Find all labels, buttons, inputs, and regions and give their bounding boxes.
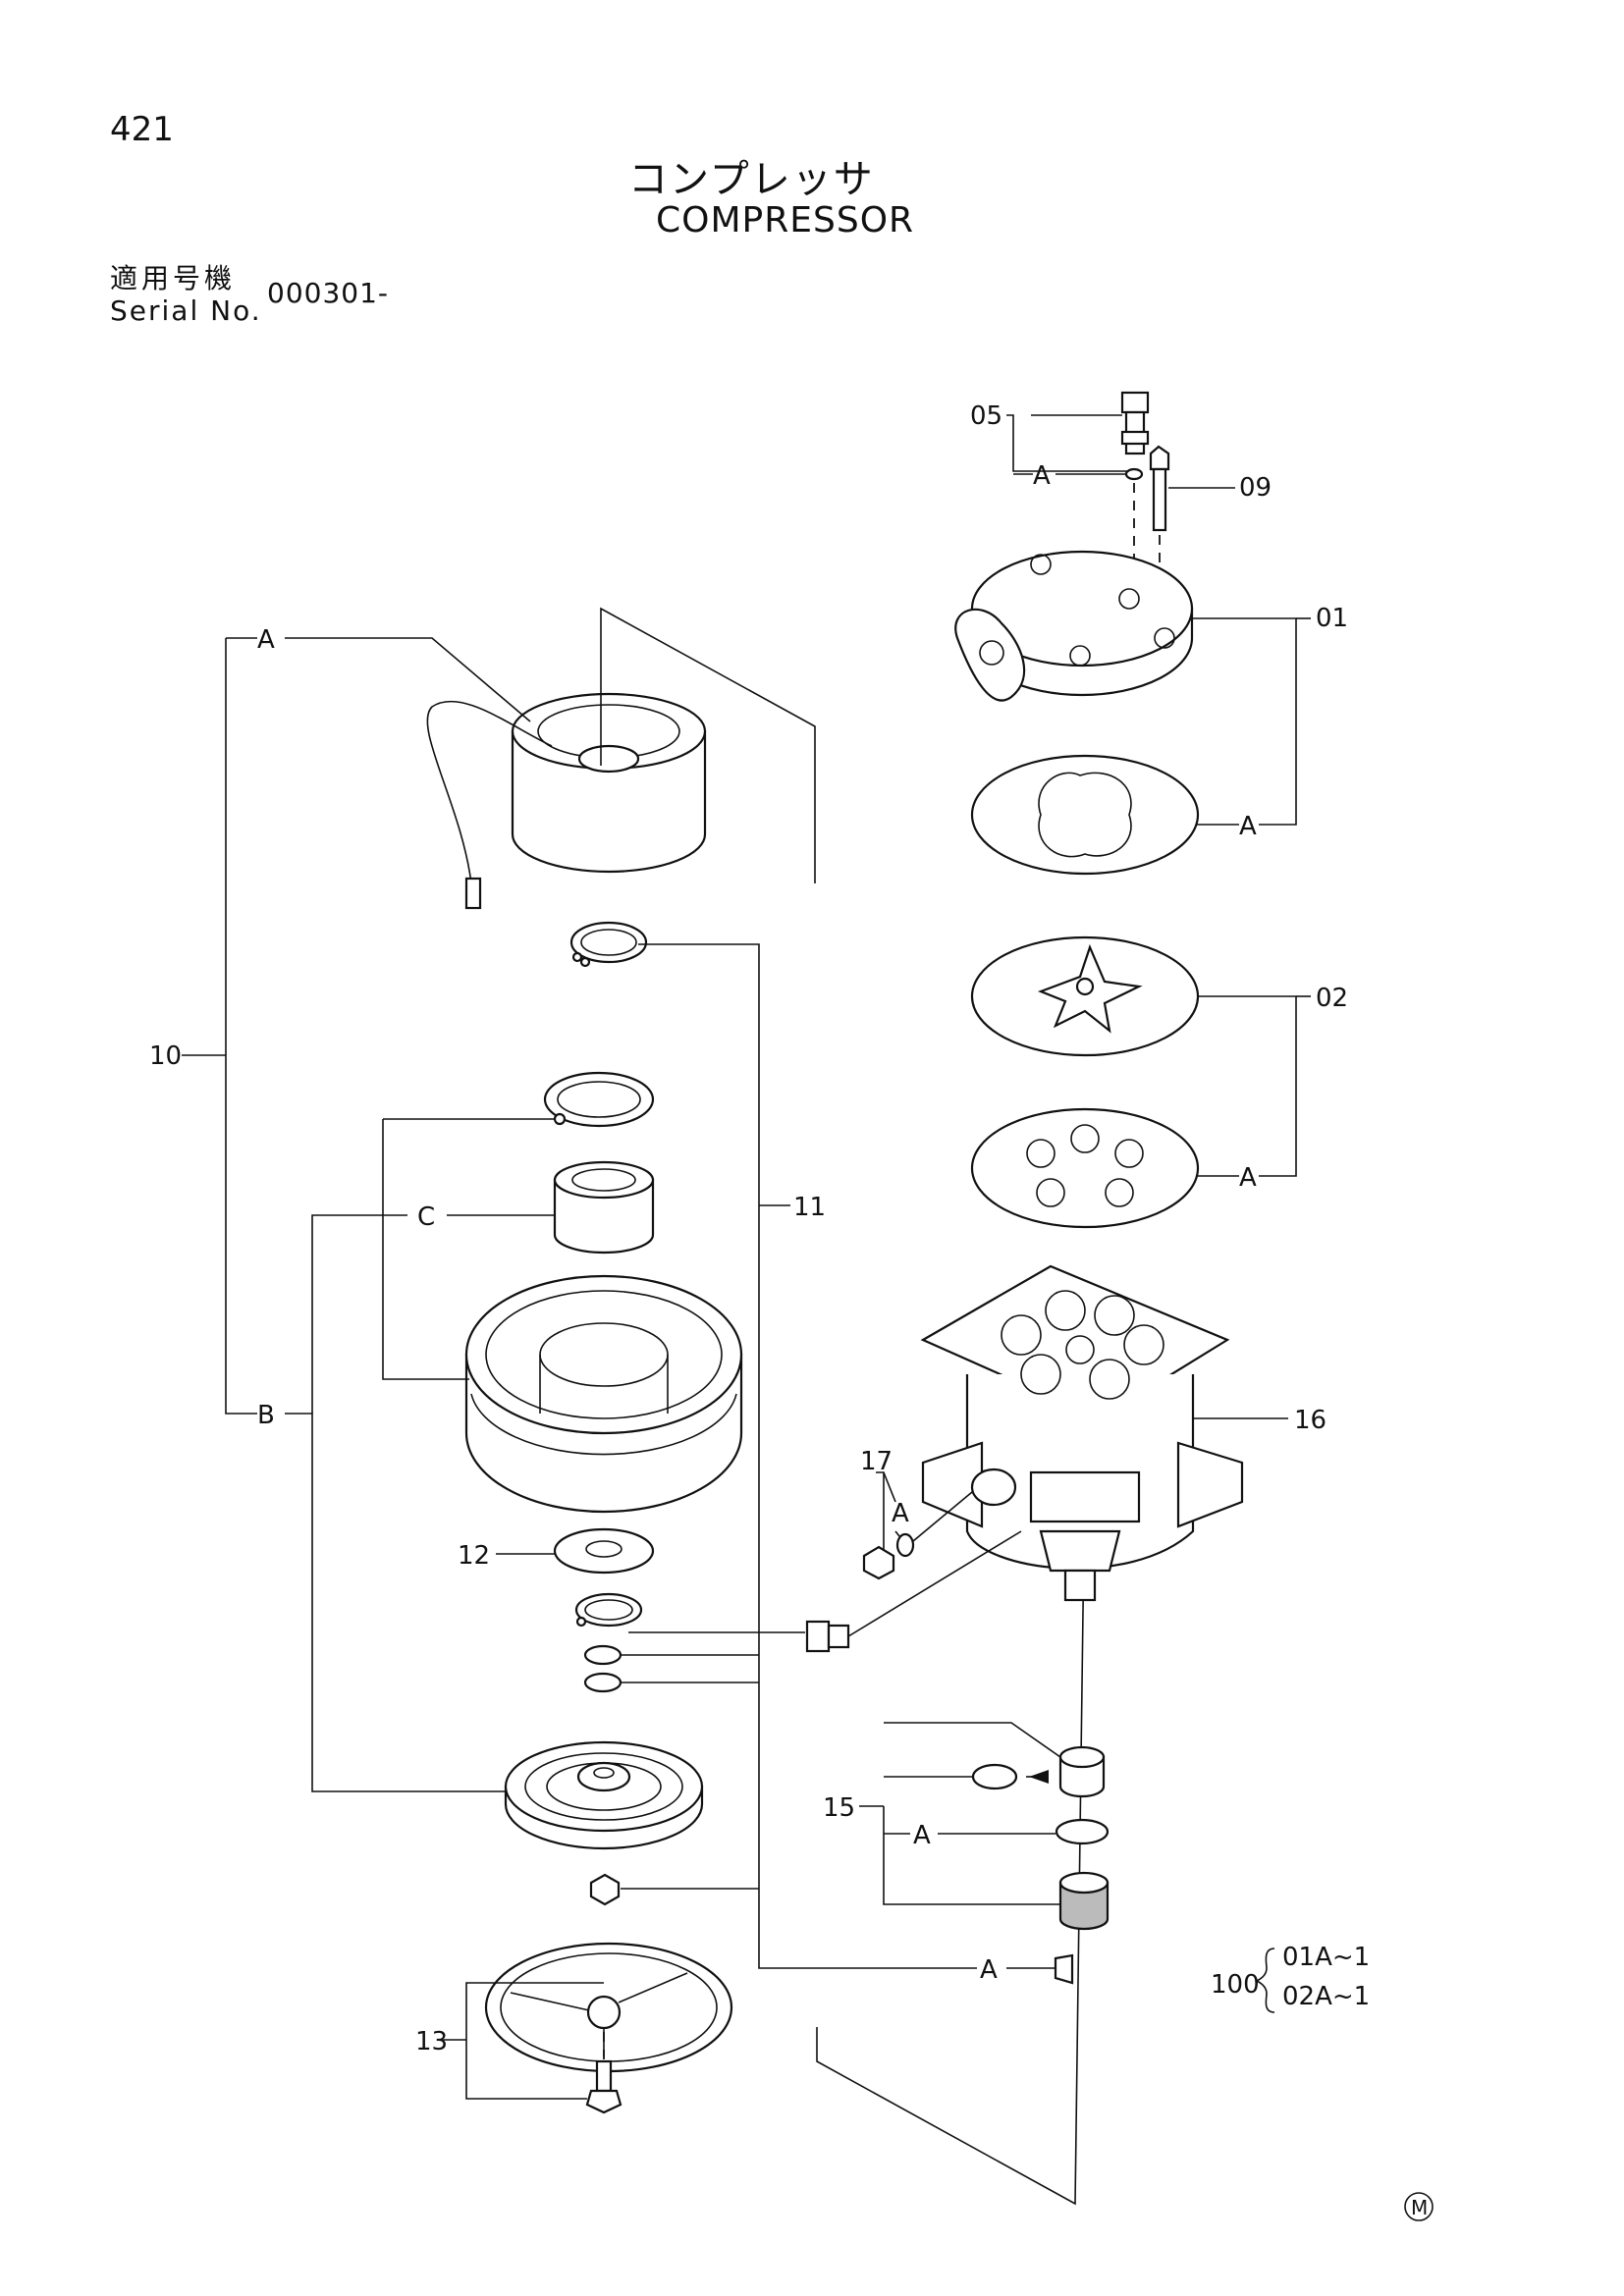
letter-b-marker: B: [257, 1401, 275, 1430]
serial-label-english: Serial No.: [110, 294, 262, 327]
field-coil-part: [426, 692, 707, 910]
relief-valve-part: [1120, 391, 1150, 455]
valve-plate-part: [970, 935, 1200, 1057]
part-15-bracket: [883, 1806, 1060, 1905]
bolt-part: [1149, 445, 1170, 532]
small-snap-ring-part: [574, 1592, 643, 1628]
callout-10: 10: [149, 1041, 182, 1071]
gasket-part: [970, 754, 1200, 876]
letter-c-marker: C: [417, 1202, 435, 1232]
bearing-part: [553, 1160, 655, 1255]
letter-a-marker: A: [1033, 461, 1051, 491]
o-ring-part: [971, 1763, 1018, 1790]
part-11-bracket: [638, 943, 977, 1969]
clutch-cover-part: [484, 1942, 733, 2073]
part-02-bracket: [1198, 995, 1297, 1177]
seal-sleeve-part: [1058, 1871, 1110, 1931]
o-ring-part: [895, 1532, 915, 1558]
callout-02: 02: [1316, 984, 1348, 1013]
shaft-seal-part: [1058, 1745, 1106, 1798]
serial-label-japanese: 適用号機: [110, 262, 237, 294]
drain-bolt-part: [862, 1545, 895, 1580]
callout-15: 15: [823, 1793, 855, 1823]
armature-plate-part: [504, 1740, 704, 1850]
letter-a-marker: A: [892, 1499, 909, 1528]
washer-part: [583, 1644, 623, 1666]
letter-a-marker: A: [257, 625, 275, 655]
part-05-bracket: [1006, 414, 1129, 472]
snap-ring-part: [569, 921, 648, 968]
callout-17: 17: [860, 1447, 893, 1476]
coil-leader-line: [600, 607, 816, 883]
page-title-english: COMPRESSOR: [656, 200, 915, 240]
page-title-japanese: コンプレッサ: [628, 157, 875, 202]
footer-mark: M: [1411, 2196, 1428, 2219]
seal-ring-part: [1055, 1818, 1110, 1845]
washer-part: [583, 1672, 623, 1693]
callout-13: 13: [415, 2027, 448, 2056]
callout-11: 11: [793, 1193, 826, 1222]
assembly-10-bracket: [225, 638, 257, 1415]
letter-a-marker: A: [980, 1955, 998, 1985]
callout-09: 09: [1239, 473, 1272, 503]
part-13-bracket: [465, 1982, 604, 2100]
callout-16: 16: [1294, 1406, 1326, 1435]
kit-brace: [1255, 1948, 1275, 2013]
part-01-bracket: [1192, 617, 1297, 826]
footer-mark-circle: [1404, 2192, 1434, 2221]
compressor-body-part: [920, 1264, 1244, 1602]
letter-a-marker: A: [913, 1821, 931, 1850]
snap-ring-large-part: [543, 1071, 655, 1128]
cover-bolt-part: [585, 2032, 623, 2114]
callout-12: 12: [458, 1541, 490, 1571]
callout-kit-02a: 02A~1: [1282, 1982, 1370, 2011]
shim-part: [553, 1527, 655, 1575]
shaft-key-part: [1054, 1953, 1074, 1985]
letter-a-marker: A: [1239, 812, 1257, 841]
letter-a-marker: A: [1239, 1163, 1257, 1193]
callout-05: 05: [970, 401, 1002, 431]
callout-kit-01a: 01A~1: [1282, 1943, 1370, 1972]
callout-01: 01: [1316, 604, 1348, 633]
gasket-part: [970, 1107, 1200, 1229]
callout-100: 100: [1211, 1970, 1260, 2000]
fitting-part: [805, 1530, 1022, 1653]
page-number: 421: [110, 110, 174, 149]
nut-part: [589, 1873, 621, 1906]
cylinder-head-part: [954, 550, 1194, 702]
serial-number-value: 000301-: [267, 277, 389, 309]
pulley-part: [464, 1274, 743, 1514]
